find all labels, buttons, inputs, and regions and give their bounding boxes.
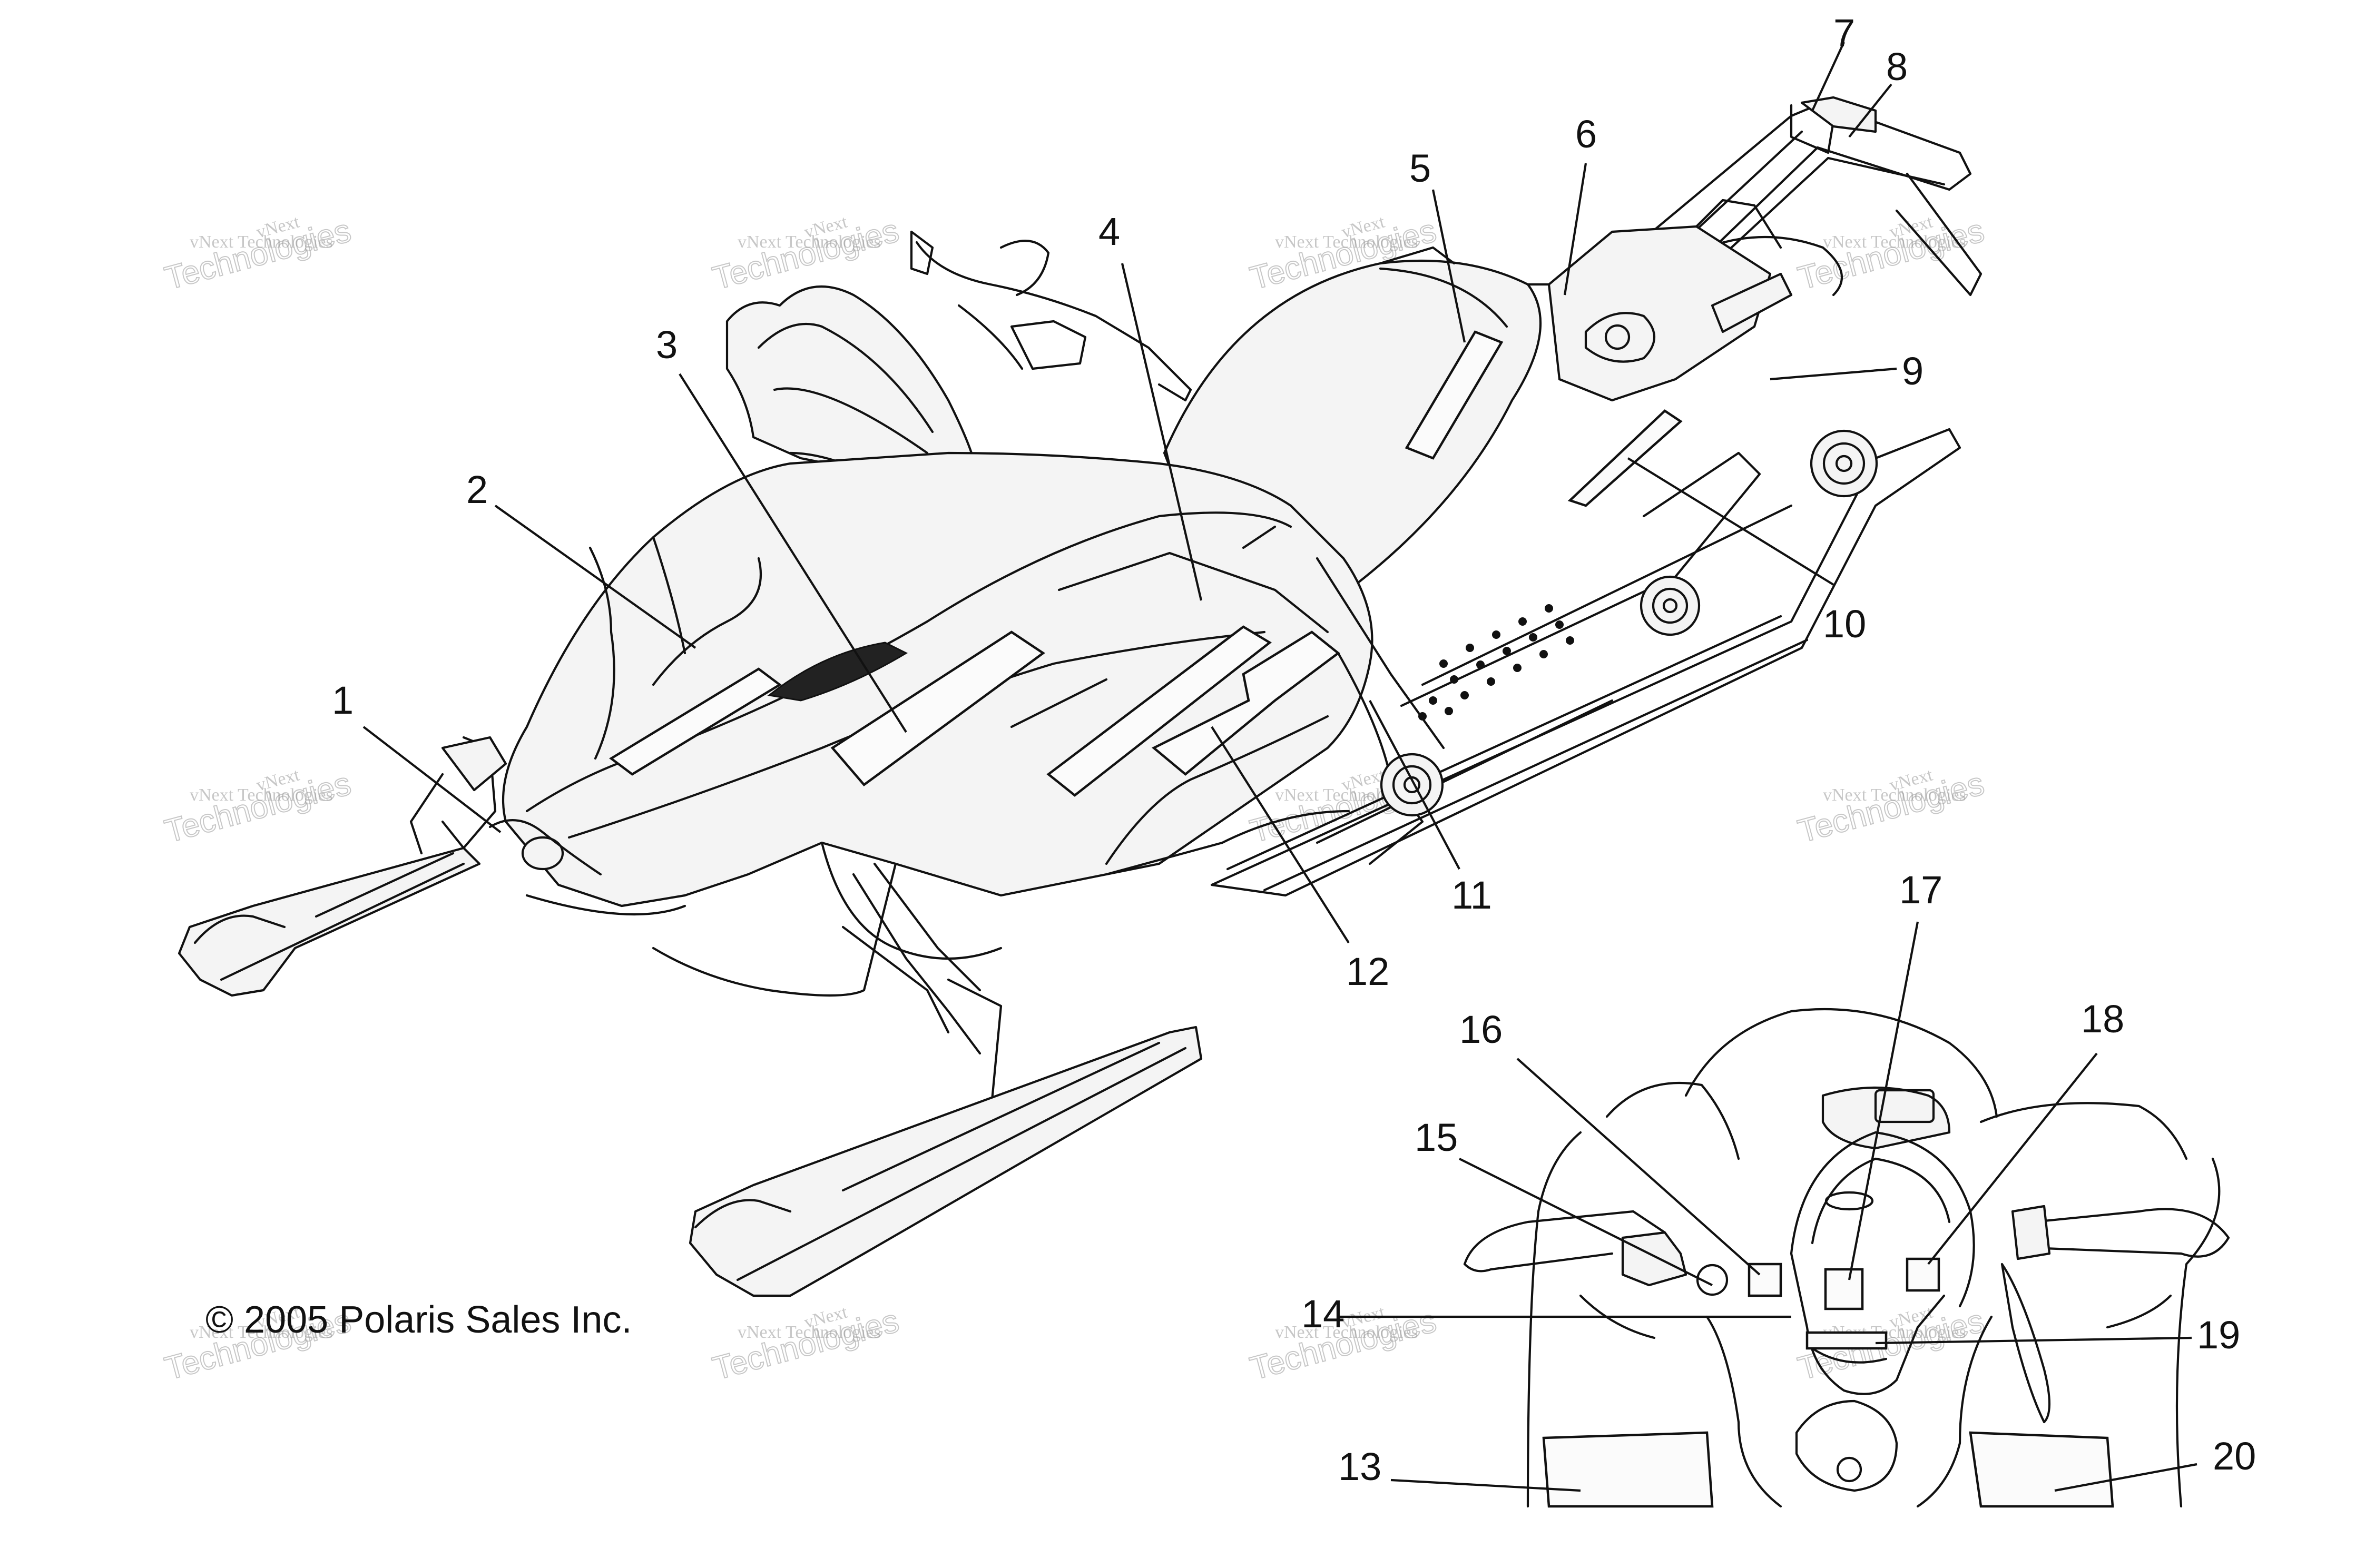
svg-text:vNext Technologies: vNext Technologies [1823,785,1966,805]
callout-17: 17 [1899,868,1942,912]
snowmobile-illustration [178,96,1983,1297]
callout-13: 13 [1338,1445,1381,1488]
svg-text:vNext Technologies: vNext Technologies [738,232,881,252]
callout-16: 16 [1459,1008,1503,1051]
handlebar [910,230,1192,402]
svg-text:vNext Technologies: vNext Technologies [1823,232,1966,252]
callout-19: 19 [2197,1313,2240,1357]
wheel [1380,753,1444,817]
decal-10 [1567,409,1683,507]
tail-storage [1547,199,1793,402]
svg-text:vNext Technologies: vNext Technologies [1275,232,1418,252]
decal-3 [830,630,1045,787]
callout-12: 12 [1346,950,1389,993]
callout-8: 8 [1886,45,1908,88]
copyright-notice: © 2005 Polaris Sales Inc. [205,1299,632,1341]
callout-10: 10 [1823,602,1866,646]
svg-text:vNext Technologies: vNext Technologies [190,232,333,252]
wheel [1810,429,1878,498]
decal-5 [1405,330,1504,460]
decal-20 [1969,1431,2114,1508]
callout-15: 15 [1415,1116,1458,1159]
wheel [1640,575,1701,636]
decal-12 [1151,630,1340,776]
decal-1 [609,667,782,776]
decal-13 [1542,1431,1714,1508]
callout-18: 18 [2081,997,2124,1041]
callout-labels: 1 2 3 4 5 6 7 8 9 10 11 12 13 14 15 16 1… [332,11,2256,1488]
watermark: vNext vNext Technologies Technologies [1794,765,1988,850]
callout-14: 14 [1301,1292,1344,1336]
svg-text:vNext Technologies: vNext Technologies [190,785,333,805]
track-tunnel [1210,428,1961,897]
callout-2: 2 [466,468,488,511]
callout-6: 6 [1575,112,1597,156]
callout-5: 5 [1409,146,1431,190]
callout-7: 7 [1833,11,1855,55]
decal-4 [1046,625,1272,797]
watermark: vNext vNext Technologies Technologies [709,1302,903,1387]
gauge-display-icon [1874,1089,1935,1123]
left-ski [178,846,481,997]
watermark: vNext vNext Technologies Technologies [709,212,903,297]
bogie-wheels [1380,429,1878,817]
callout-4: 4 [1098,210,1120,253]
callout-9: 9 [1902,349,1923,393]
callout-3: 3 [656,323,678,367]
svg-text:vNext Technologies: vNext Technologies [190,1323,333,1342]
tunnel-vent-dots [1418,604,1574,721]
watermark: vNext vNext Technologies Technologies [161,765,355,850]
callout-11: 11 [1451,873,1492,917]
dashboard-inset-illustration [1463,1008,2230,1508]
callout-20: 20 [2213,1434,2256,1478]
watermark: vNext vNext Technologies Technologies [1794,212,1988,297]
decal-17 [1824,1268,1864,1310]
decal-19 [1805,1331,1888,1350]
leader-lines [362,42,2197,1492]
svg-text:vNext Technologies: vNext Technologies [738,1323,881,1342]
watermark: vNext vNext Technologies Technologies [161,212,355,297]
callout-1: 1 [332,678,354,722]
svg-text:vNext Technologies: vNext Technologies [1275,1323,1418,1342]
body-decals [609,330,1683,797]
right-ski [689,1025,1203,1297]
decal-18 [1906,1257,1940,1292]
